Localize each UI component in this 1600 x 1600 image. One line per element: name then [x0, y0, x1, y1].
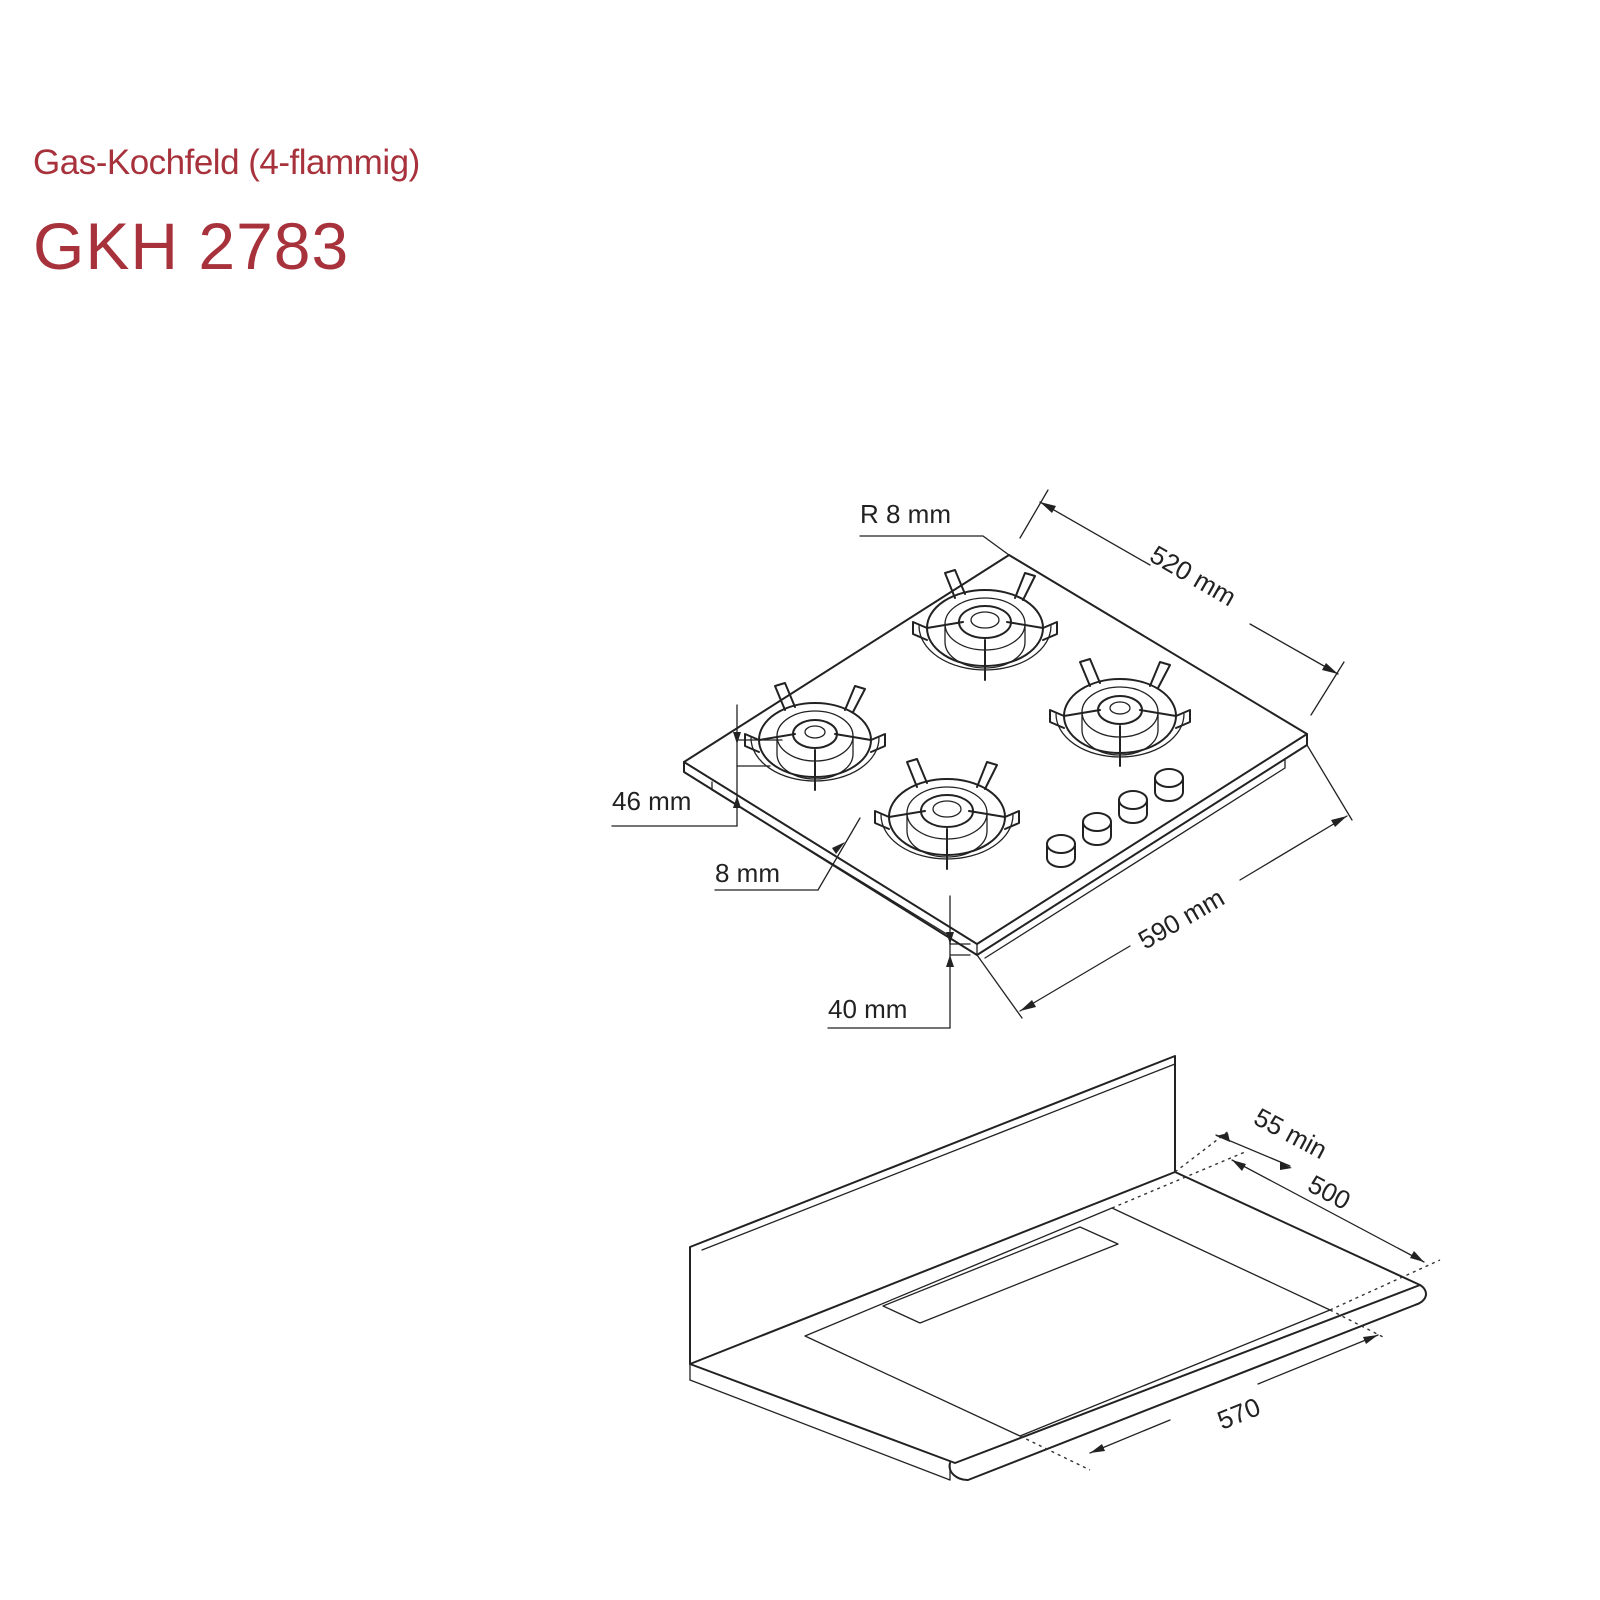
cutout-dimensions — [1019, 1129, 1441, 1471]
dim-radius: R 8 mm — [860, 499, 951, 529]
hob-dimension-labels: R 8 mm 520 mm 590 mm 46 mm 8 mm 40 mm — [612, 499, 1241, 1024]
burner-left — [744, 682, 886, 791]
burner-front — [874, 758, 1020, 870]
dim-depth: 520 mm — [1145, 539, 1241, 612]
product-category: Gas-Kochfeld (4-flammig) — [33, 143, 420, 182]
control-knobs — [1046, 768, 1184, 868]
dim-height-under: 40 mm — [828, 994, 907, 1024]
burners — [744, 569, 1191, 870]
burner-back — [912, 569, 1058, 681]
cutout-dimension-labels: 55 min 500 570 — [1213, 1102, 1356, 1436]
model-number: GKH 2783 — [33, 209, 350, 283]
dim-cutout-width: 570 — [1213, 1391, 1264, 1435]
dim-cutout-min-edge: 55 min — [1249, 1102, 1332, 1165]
countertop — [689, 1055, 1427, 1482]
dim-glass: 8 mm — [715, 858, 780, 888]
burner-right — [1049, 658, 1191, 767]
dim-height-total: 46 mm — [612, 786, 691, 816]
dim-cutout-depth: 500 — [1303, 1169, 1355, 1216]
dim-width: 590 mm — [1133, 882, 1229, 955]
hob-dimensions — [611, 489, 1353, 1029]
